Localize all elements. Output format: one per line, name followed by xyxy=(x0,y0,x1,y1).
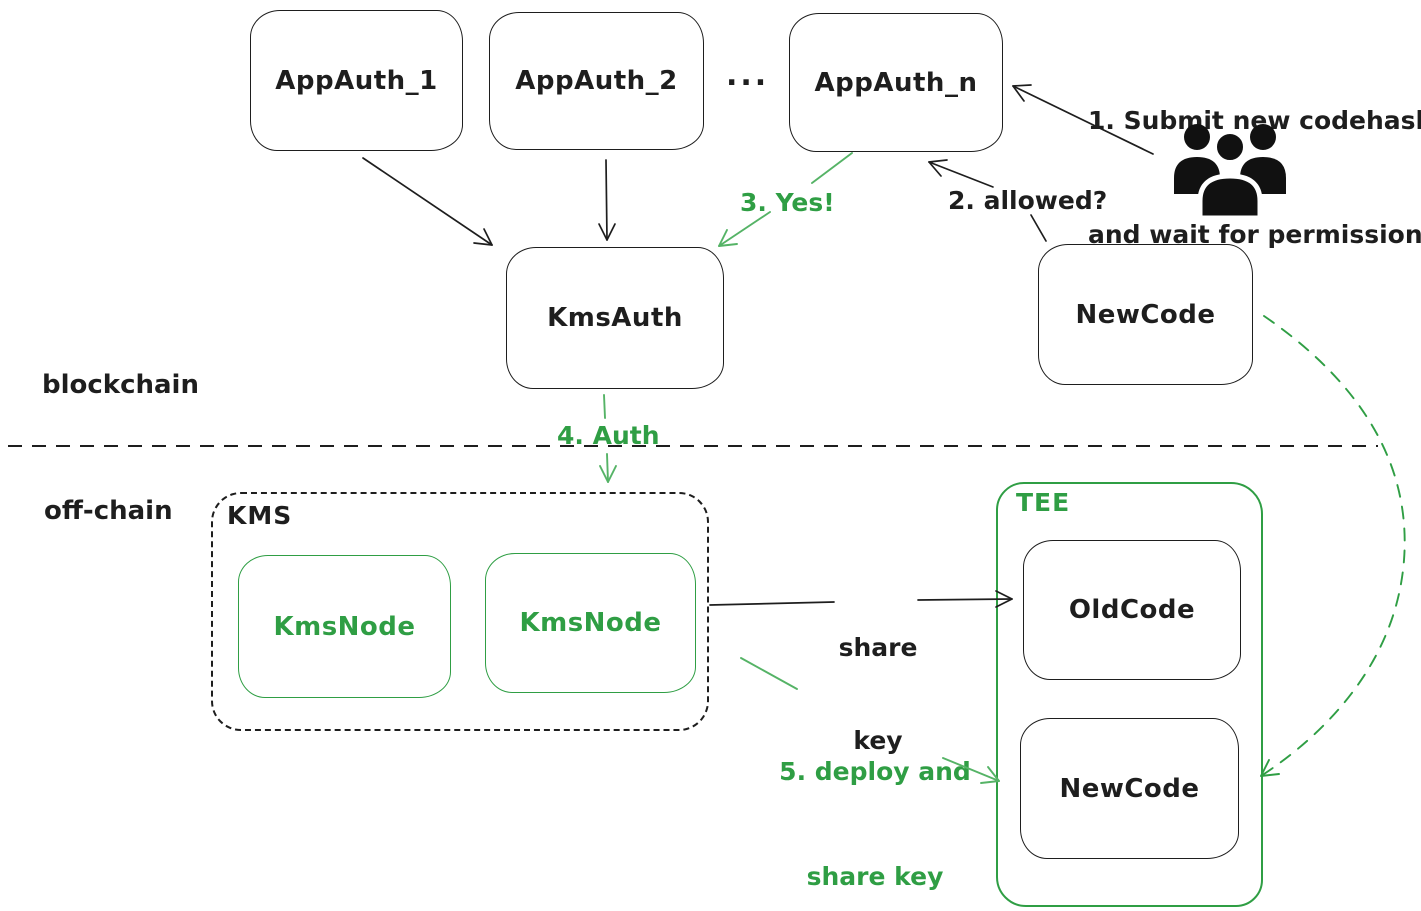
box-label: NewCode xyxy=(1059,773,1200,804)
box-label: KmsNode xyxy=(519,608,662,638)
ellipsis-more-appauth: ... xyxy=(726,58,770,93)
box-appauth-1: AppAuth_1 xyxy=(250,10,463,151)
box-newcode-chain: NewCode xyxy=(1038,244,1253,385)
box-kmsnode-2: KmsNode xyxy=(485,553,696,693)
box-kmsauth: KmsAuth xyxy=(506,247,724,389)
box-label: AppAuth_1 xyxy=(275,65,438,96)
box-label: AppAuth_2 xyxy=(515,66,678,96)
box-label: OldCode xyxy=(1068,595,1196,625)
box-newcode-tee: NewCode xyxy=(1020,718,1239,859)
box-oldcode: OldCode xyxy=(1023,540,1241,680)
container-kms-title: KMS xyxy=(227,501,293,530)
box-kmsnode-1: KmsNode xyxy=(238,555,451,698)
container-kms xyxy=(211,492,709,731)
note-step5-line2: share key xyxy=(806,862,944,891)
box-label: KmsNode xyxy=(273,611,416,642)
note-step2: 2. allowed? xyxy=(948,186,1108,215)
arrow-appauth2-to-kmsauth xyxy=(598,159,616,241)
arrow-appauth1-to-kmsauth xyxy=(362,157,493,246)
note-step1-line2: and wait for permission xyxy=(1088,220,1421,249)
people-group-icon xyxy=(1174,124,1286,218)
zone-label-offchain: off-chain xyxy=(44,496,173,526)
box-label: KmsAuth xyxy=(547,303,683,333)
note-step5-line1: 5. deploy and xyxy=(779,757,971,786)
box-label: NewCode xyxy=(1075,299,1216,330)
zone-label-blockchain: blockchain xyxy=(42,370,199,400)
note-share-key-line1: share xyxy=(838,633,918,662)
arrow-newcode-chain-to-newcode-tee xyxy=(1260,315,1406,777)
note-share-key-line2: key xyxy=(853,726,903,755)
note-step5: 5. deploy and share key xyxy=(770,684,980,911)
box-label: AppAuth_n xyxy=(814,67,978,98)
container-tee-title: TEE xyxy=(1016,488,1071,517)
note-step3: 3. Yes! xyxy=(740,188,835,217)
note-step4: 4. Auth xyxy=(552,421,665,450)
note-share-key: share key xyxy=(830,570,926,818)
box-appauth-n: AppAuth_n xyxy=(789,13,1003,152)
box-appauth-2: AppAuth_2 xyxy=(489,12,704,150)
